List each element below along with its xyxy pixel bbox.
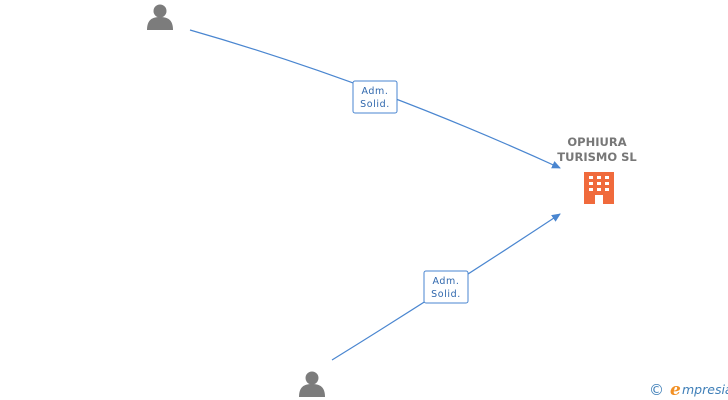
relation-label-box-top[interactable]	[352, 80, 398, 114]
company-name-line2: TURISMO SL	[557, 150, 637, 164]
person-icon	[299, 371, 325, 397]
relation-label-bottom-line2: Solid.	[431, 289, 461, 300]
copyright-icon: ©	[649, 381, 664, 399]
brand-logo-text: mpresia	[682, 382, 728, 397]
relation-label-box-bottom[interactable]	[423, 270, 469, 304]
relation-label-top-line1: Adm.	[361, 86, 388, 97]
brand-logo-initial: e	[670, 380, 681, 400]
person-icon	[147, 4, 173, 30]
relation-edge-bottom[interactable]: Adm. Solid.	[331, 213, 561, 361]
person-node-bottom[interactable]	[299, 371, 325, 398]
company-name-line1: OPHIURA	[567, 135, 626, 149]
relation-label-top-line2: Solid.	[360, 99, 390, 110]
company-node[interactable]: OPHIURA TURISMO SL	[557, 135, 637, 204]
building-icon	[584, 172, 614, 204]
person-node-top[interactable]	[147, 4, 173, 31]
relation-edge-top[interactable]: Adm. Solid.	[189, 29, 561, 169]
brand-watermark: © e mpresia	[649, 380, 728, 400]
relation-label-bottom-line1: Adm.	[432, 276, 459, 287]
